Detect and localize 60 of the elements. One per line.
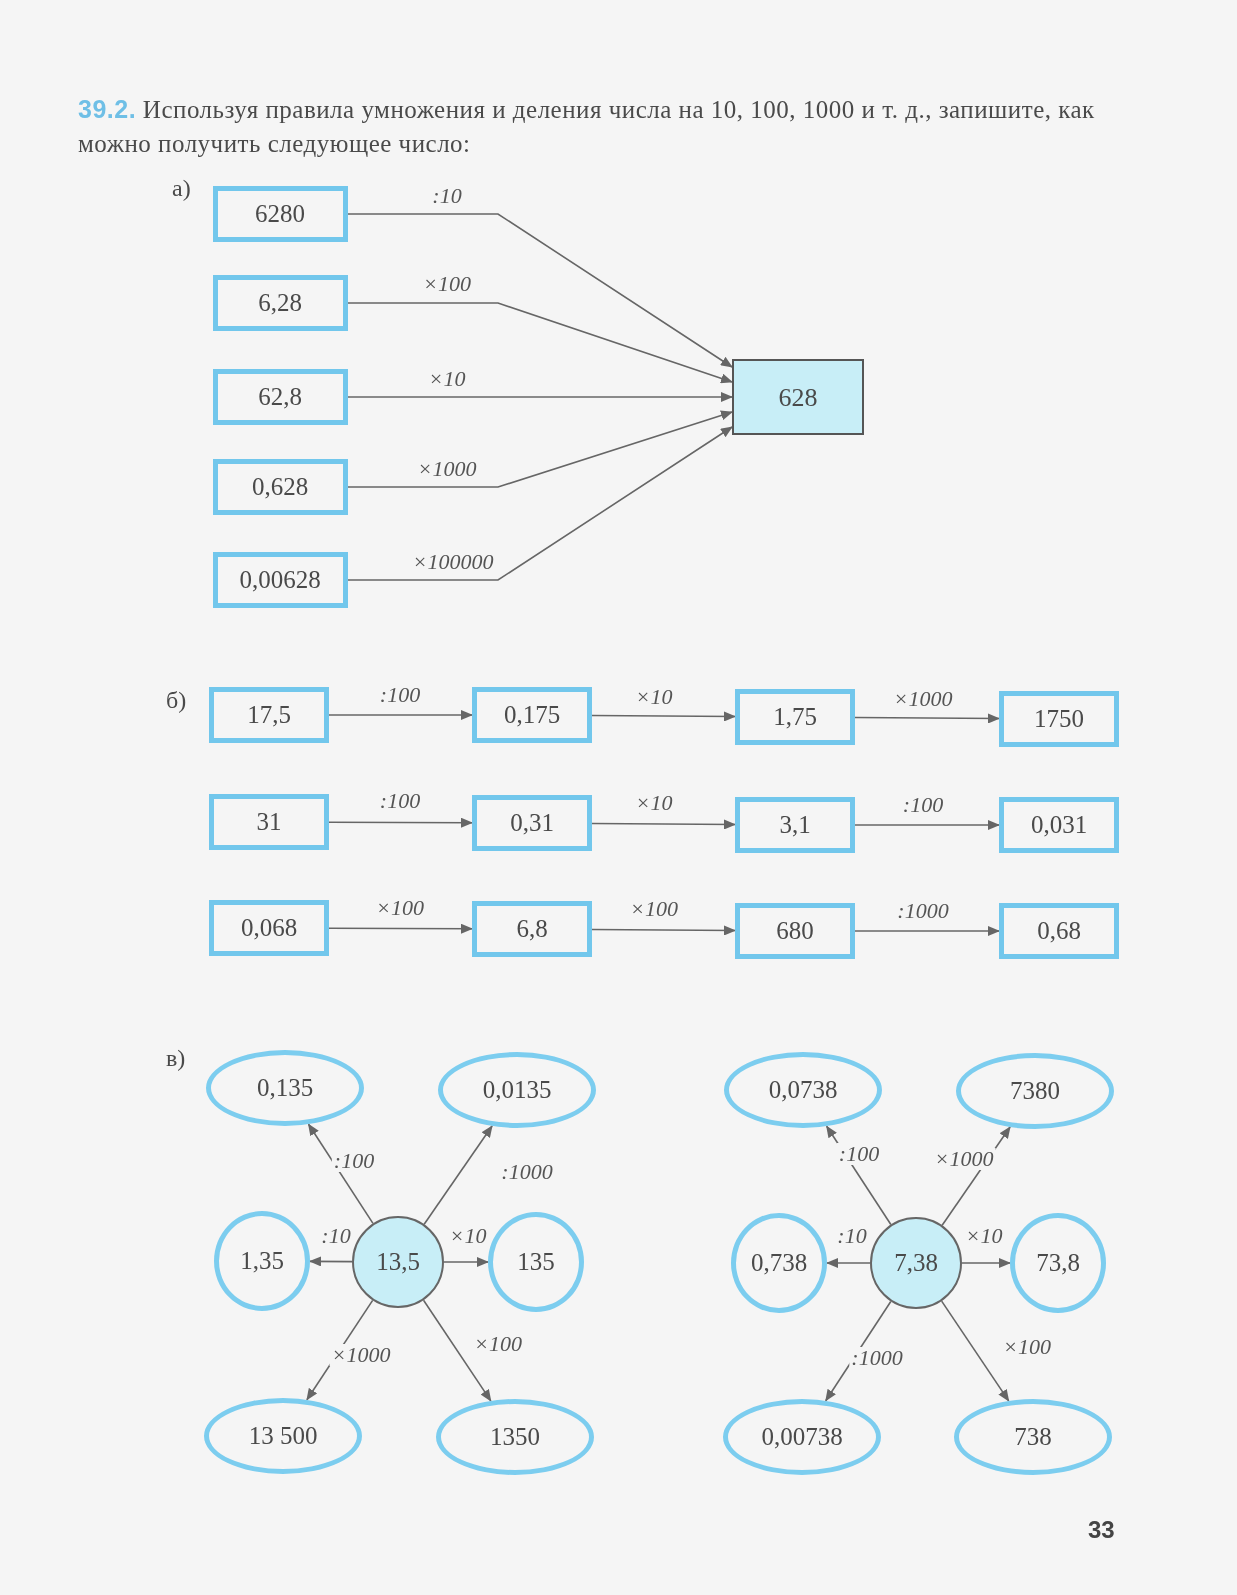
- number-oval: 738: [954, 1399, 1112, 1475]
- number-box: 680: [735, 903, 855, 959]
- arrow: [328, 923, 473, 934]
- number-oval: 0,135: [206, 1050, 364, 1126]
- number-oval: 1,35: [214, 1211, 310, 1311]
- number-oval: 0,0738: [724, 1052, 882, 1128]
- arrow: [307, 1123, 374, 1225]
- arrow: [940, 1300, 1010, 1402]
- number-box: 0,175: [472, 687, 592, 743]
- arrow: [443, 1257, 489, 1267]
- number-oval: 0,0135: [438, 1052, 596, 1128]
- number-box: 0,31: [472, 795, 592, 851]
- number-oval: 0,738: [731, 1213, 827, 1313]
- arrow: [423, 1125, 493, 1225]
- number-oval: 135: [488, 1212, 584, 1312]
- number-box: 17,5: [209, 687, 329, 743]
- number-oval: 13 500: [204, 1398, 362, 1474]
- arrow: [328, 817, 473, 828]
- arrow: [346, 213, 733, 368]
- arrow: [826, 1258, 871, 1268]
- arrow: [961, 1258, 1011, 1268]
- arrow: [422, 1299, 492, 1402]
- arrow: [591, 925, 736, 936]
- arrow: [591, 819, 736, 830]
- number-box: 3,1: [735, 797, 855, 853]
- arrow: [854, 820, 1000, 830]
- number-box: 0,00628: [212, 552, 348, 608]
- number-box: 0,068: [209, 900, 329, 956]
- edge-label: :100: [836, 1143, 882, 1165]
- arrow: [346, 392, 733, 402]
- number-box: 0,68: [999, 903, 1119, 959]
- arrow: [346, 302, 733, 384]
- page-number: 33: [1088, 1518, 1115, 1542]
- arrow: [854, 713, 1000, 724]
- number-box: 31: [209, 794, 329, 850]
- number-box: 0,628: [212, 459, 348, 515]
- number-oval: 0,00738: [723, 1399, 881, 1475]
- number-oval: 1350: [436, 1399, 594, 1475]
- number-box: 0,031: [999, 797, 1119, 853]
- result-box: 628: [732, 359, 864, 435]
- number-oval: 73,8: [1010, 1213, 1106, 1313]
- number-box: 62,8: [212, 369, 348, 425]
- edge-label: ×1000: [329, 1344, 393, 1366]
- arrow: [309, 1256, 353, 1267]
- task-text: 39.2. Используя правила умножения и деления числа на 10, 100, 1000 и т. д., запишите, как можно получить следующее число:: [78, 94, 1096, 159]
- part-label: а): [172, 176, 191, 200]
- number-box: 6,28: [212, 275, 348, 331]
- number-box: 6280: [212, 186, 348, 242]
- edge-label: :1000: [849, 1347, 905, 1369]
- part-label: б): [166, 688, 187, 712]
- arrow: [854, 926, 1000, 936]
- arrow: [591, 711, 736, 722]
- part-label: в): [166, 1046, 186, 1070]
- number-box: 1750: [999, 691, 1119, 747]
- arrow: [346, 426, 733, 581]
- number-box: 6,8: [472, 901, 592, 957]
- arrow: [328, 710, 473, 720]
- number-box: 1,75: [735, 689, 855, 745]
- number-oval: 7380: [956, 1053, 1114, 1129]
- arrow: [346, 410, 733, 488]
